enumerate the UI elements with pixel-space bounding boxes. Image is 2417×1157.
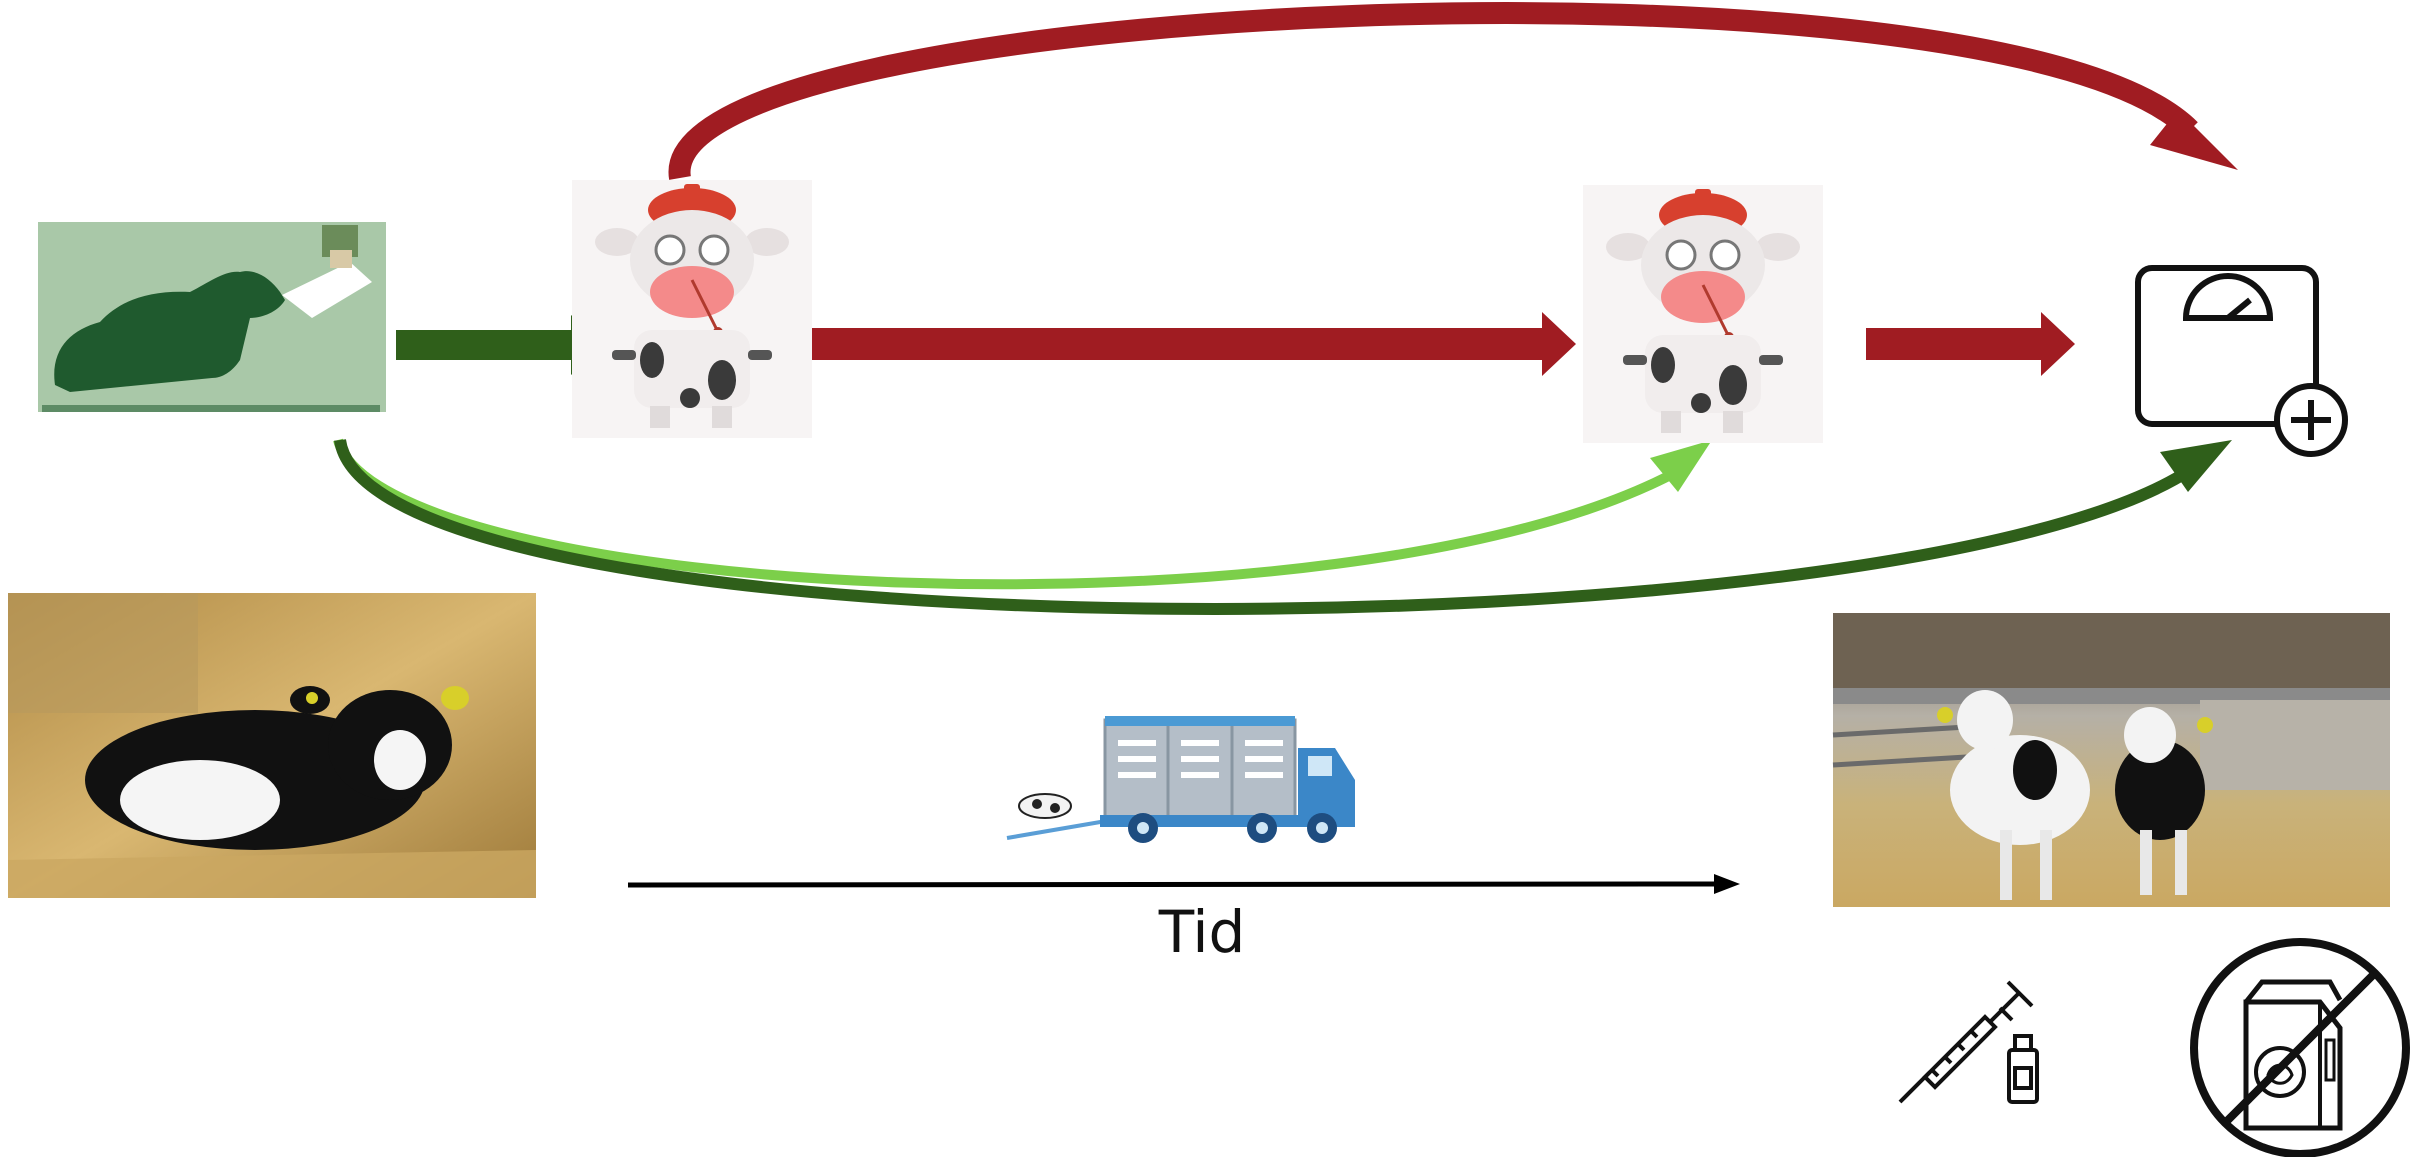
livestock-truck-icon xyxy=(1006,716,1355,843)
arc-arrow-sick-to-weight xyxy=(668,2,2238,180)
calf-lying-in-straw-photo xyxy=(8,593,536,898)
no-milk-carton-icon xyxy=(2190,938,2410,1157)
timeline-arrow xyxy=(627,874,1740,894)
calf-bottle-feeding-icon xyxy=(38,222,386,412)
calves-in-barn-photo xyxy=(1832,613,2390,907)
syringe-vial-icon xyxy=(1898,980,2039,1104)
arc-arrow-feeding-to-sick-second xyxy=(333,438,1712,590)
arrow-sick-to-weight xyxy=(1866,312,2075,376)
arrow-sick-to-sick xyxy=(812,312,1576,376)
sick-cow-icon-first xyxy=(572,180,812,438)
timeline-label: Tid xyxy=(1158,898,1246,966)
sick-cow-icon-second xyxy=(1583,185,1823,443)
arc-arrow-feeding-to-weight xyxy=(334,438,2232,615)
weight-scale-plus-icon xyxy=(2135,265,2348,457)
